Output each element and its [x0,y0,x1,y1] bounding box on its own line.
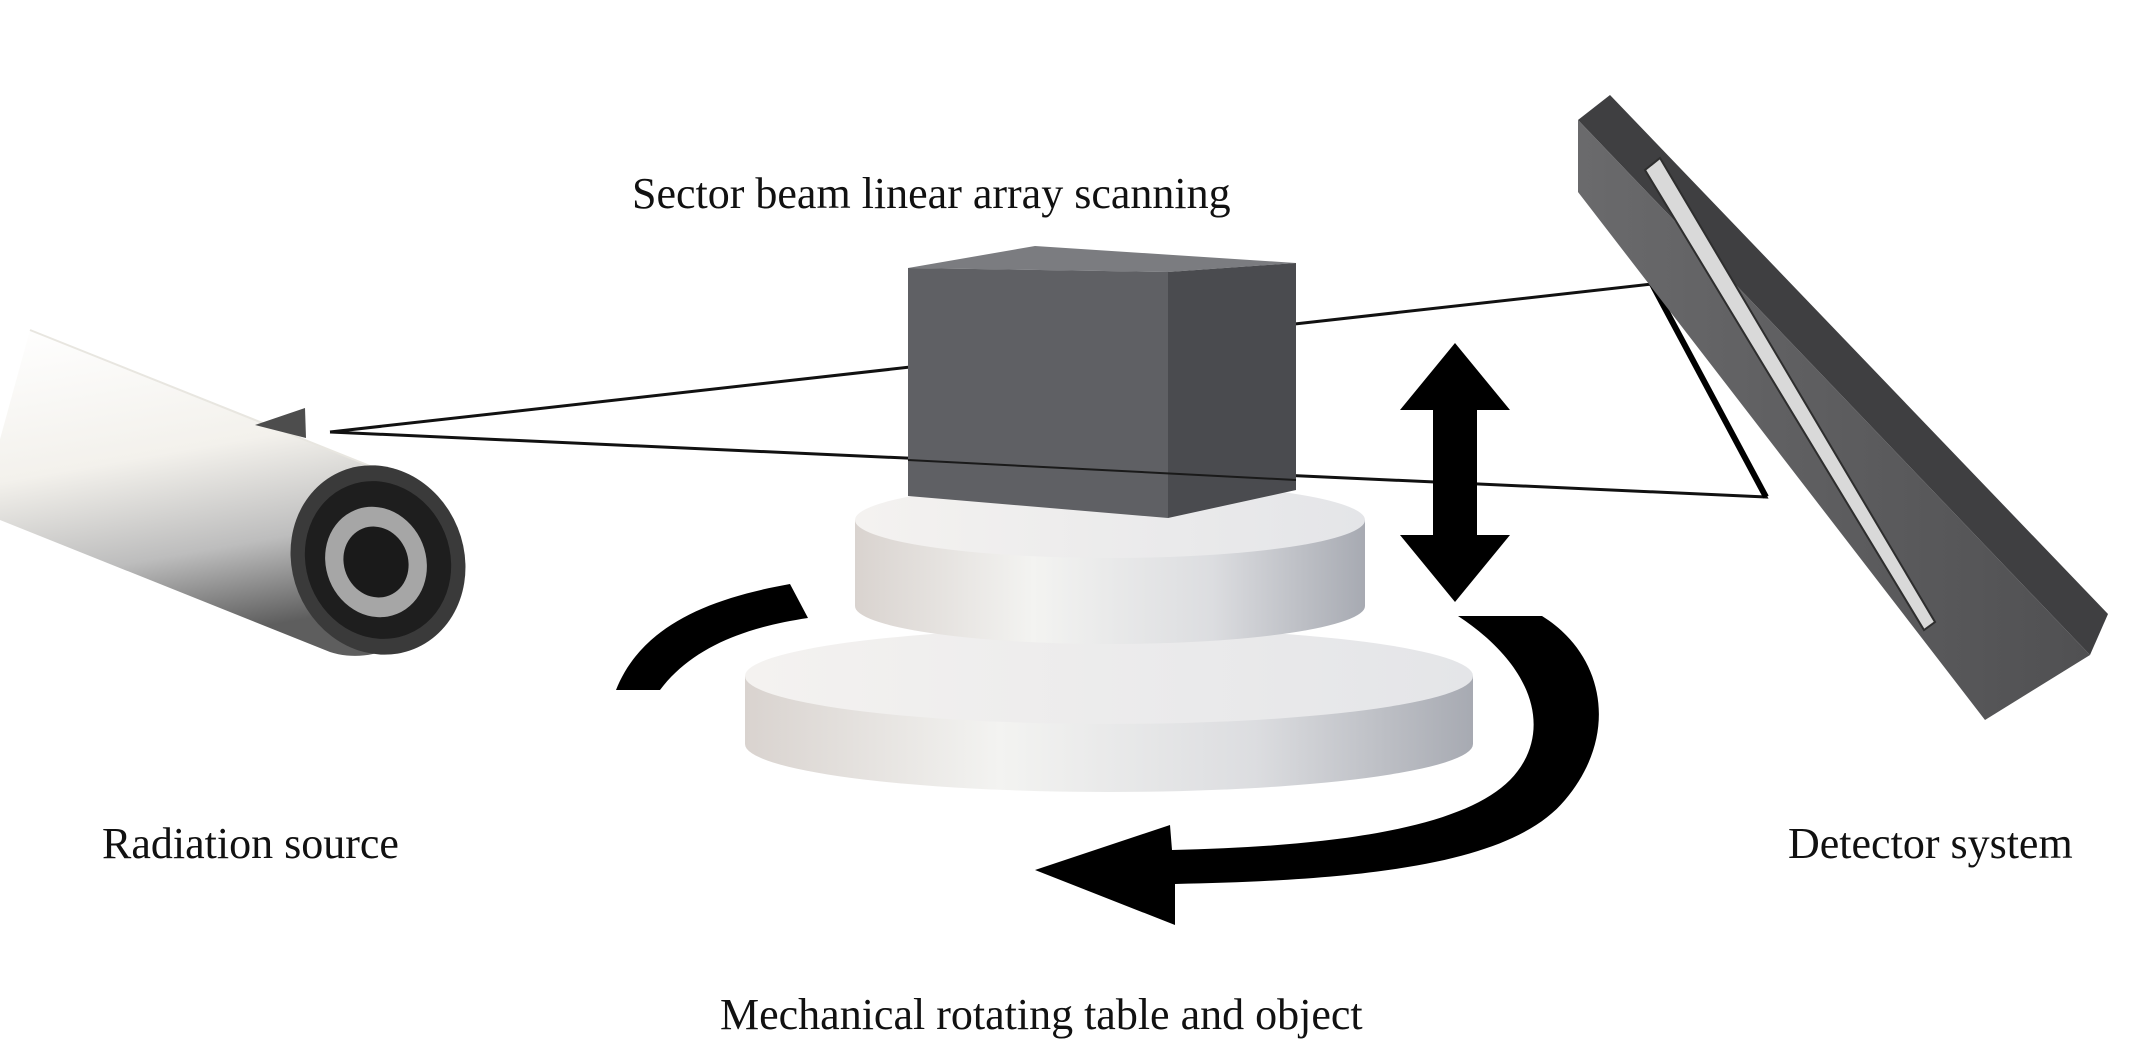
vertical-translation-arrow [1400,343,1510,602]
radiation-source-tube [0,329,466,656]
rotation-arrow-front [1035,616,1599,925]
sector-beam-label: Sector beam linear array scanning [632,169,1231,218]
rotating-table-base [745,628,1473,792]
detector-system [1578,95,2108,720]
detector-slot [1643,156,1937,632]
rotation-arrow-back [616,584,808,690]
rotating-table-label: Mechanical rotating table and object [720,990,1363,1039]
scanned-object-cube [908,246,1296,518]
beam-emitter-icon [255,408,306,438]
detector-system-label: Detector system [1788,819,2073,868]
radiation-source-label: Radiation source [102,819,399,868]
